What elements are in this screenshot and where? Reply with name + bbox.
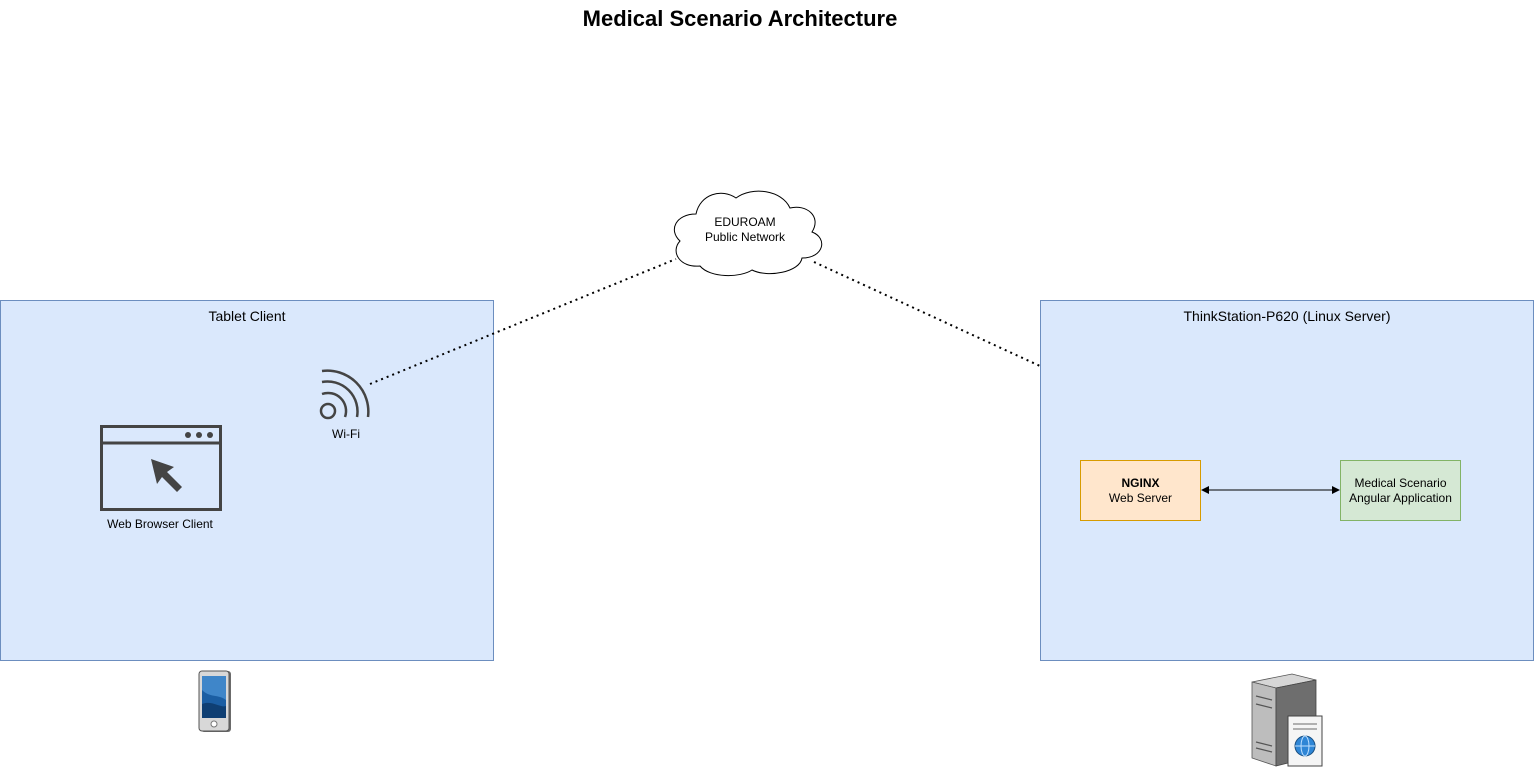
nginx-web-server-box[interactable]: NGINX Web Server [1080,460,1201,521]
tablet-client-label: Tablet Client [208,308,286,324]
nginx-subtitle: Web Server [1108,490,1173,505]
diagram-title: Medical Scenario Architecture [582,6,898,31]
wifi-label: Wi-Fi [332,427,360,441]
wifi-icon [319,369,370,420]
nginx-title: NGINX [1121,475,1160,490]
wifi-to-cloud-link [369,258,677,385]
app-label-line2: Angular Application [1349,490,1452,505]
cloud-label: EDUROAM Public Network [666,215,824,245]
server-icon [1251,673,1323,767]
tablet-client-container[interactable]: Tablet Client [0,300,494,661]
angular-app-box[interactable]: Medical Scenario Angular Application [1340,460,1461,521]
app-label-line1: Medical Scenario [1354,475,1447,490]
cloud-label-line2: Public Network [704,230,786,244]
server-label: ThinkStation-P620 (Linux Server) [1183,308,1391,324]
tablet-icon [198,670,231,732]
cloud-to-server-link [813,261,1041,367]
cloud-label-line1: EDUROAM [714,215,776,229]
browser-label: Web Browser Client [107,517,213,531]
cloud-icon [674,190,823,276]
browser-window-icon [100,425,222,511]
